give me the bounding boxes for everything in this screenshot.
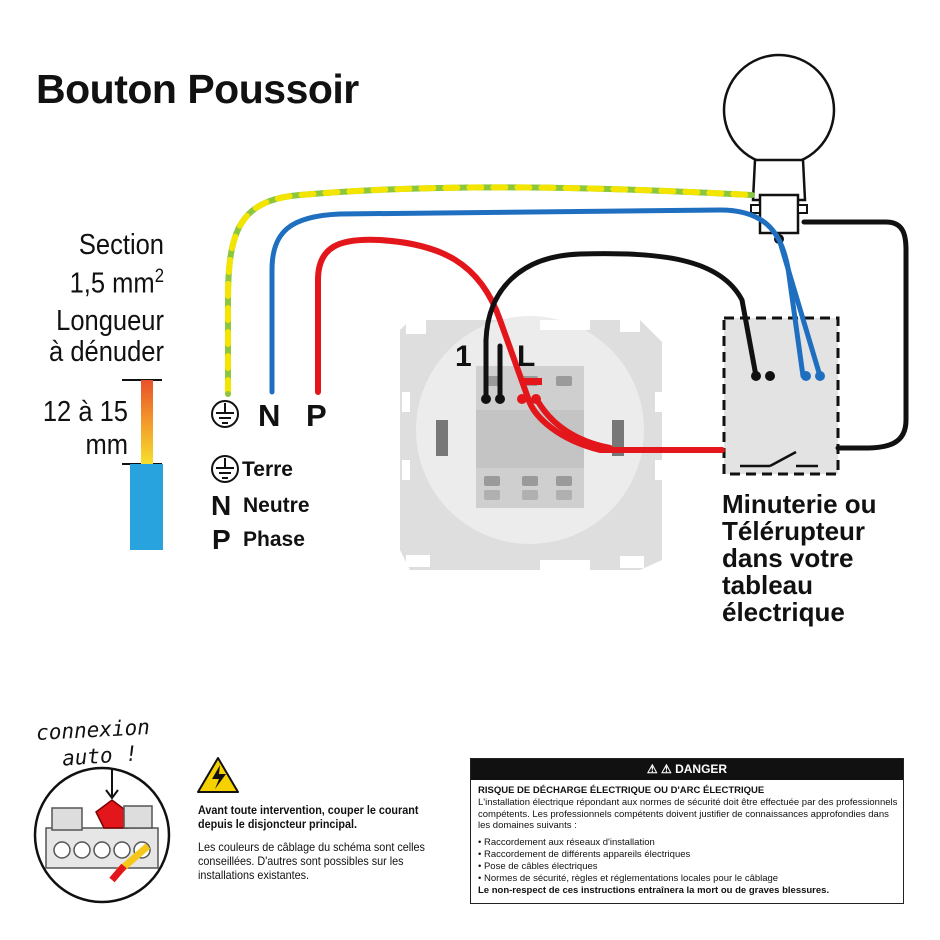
auto-connection-illustration [33, 766, 171, 904]
wire-insulation [130, 464, 163, 550]
phase-wire [315, 236, 725, 453]
copper-conductor [141, 380, 153, 464]
phase-wire-to-L [533, 395, 613, 451]
danger-intro: L'installation électrique répondant aux … [478, 797, 898, 831]
terminal-L-marker [520, 378, 542, 385]
earth-symbol [211, 400, 239, 428]
danger-header: ⚠ ⚠ DANGER [471, 759, 903, 780]
wires [225, 184, 909, 453]
danger-item: • Pose de câbles électriques [478, 861, 598, 872]
strip-line4: mm [85, 429, 128, 461]
control-line1: Minuterie ou [722, 489, 877, 519]
phase-wire-label: P [306, 398, 327, 433]
return-wire [483, 251, 759, 401]
wire-color-note: Les couleurs de câblage du schéma sont c… [198, 840, 425, 882]
warning-icon [197, 757, 239, 793]
control-line4: tableau [722, 570, 814, 600]
control-line2: Télérupteur [722, 516, 866, 546]
control-line5: électrique [722, 597, 845, 627]
strip-length-value: 12 à 15 mm [0, 396, 128, 462]
lamp-return-wire [801, 219, 909, 451]
danger-item: • Normes de sécurité, règles et réglemen… [478, 873, 779, 884]
neutral-wire-lamp [777, 239, 823, 379]
strip-length-marker [122, 379, 163, 550]
danger-item: • Raccordement aux réseaux d'installatio… [478, 837, 655, 848]
terminal-dots [225, 371, 825, 404]
legend-earth-label: Terre [242, 458, 293, 481]
control-box [722, 316, 840, 476]
danger-subtitle: RISQUE DE DÉCHARGE ÉLECTRIQUE OU D'ARC É… [478, 785, 765, 796]
strip-line1: Longueur [56, 305, 164, 337]
strip-line3: 12 à 15 [42, 396, 128, 428]
neutral-wire-label: N [258, 398, 281, 433]
legend-neutral-letter: N [211, 490, 232, 521]
power-off-warning: Avant toute intervention, couper le cour… [198, 803, 419, 831]
legend-phase-letter: P [212, 524, 231, 555]
strip-line2: à dénuder [49, 336, 164, 368]
diagram-title: Bouton Poussoir [36, 66, 359, 112]
danger-footer: Le non-respect de ces instructions entra… [478, 885, 830, 896]
legend-phase-label: Phase [243, 528, 305, 551]
terminal-1-label: 1 [455, 340, 472, 373]
danger-item: • Raccordement de différents appareils é… [478, 849, 691, 860]
danger-box: ⚠ ⚠ DANGER RISQUE DE DÉCHARGE ÉLECTRIQUE… [470, 758, 904, 904]
legend-neutral-label: Neutre [243, 494, 310, 517]
section-label: Section 1,5 mm2 [0, 230, 164, 300]
control-box-label: Minuterie ou Télérupteur dans votre tabl… [722, 491, 877, 626]
section-line2: 1,5 mm2 [69, 266, 164, 300]
section-line1: Section [78, 229, 164, 261]
terminal-L-label: L [517, 340, 536, 373]
legend-earth-icon [211, 455, 239, 483]
push-button-switch [400, 316, 663, 570]
control-line3: dans votre [722, 543, 854, 573]
light-bulb [722, 53, 836, 244]
strip-length-label: Longueur à dénuder [0, 306, 164, 368]
